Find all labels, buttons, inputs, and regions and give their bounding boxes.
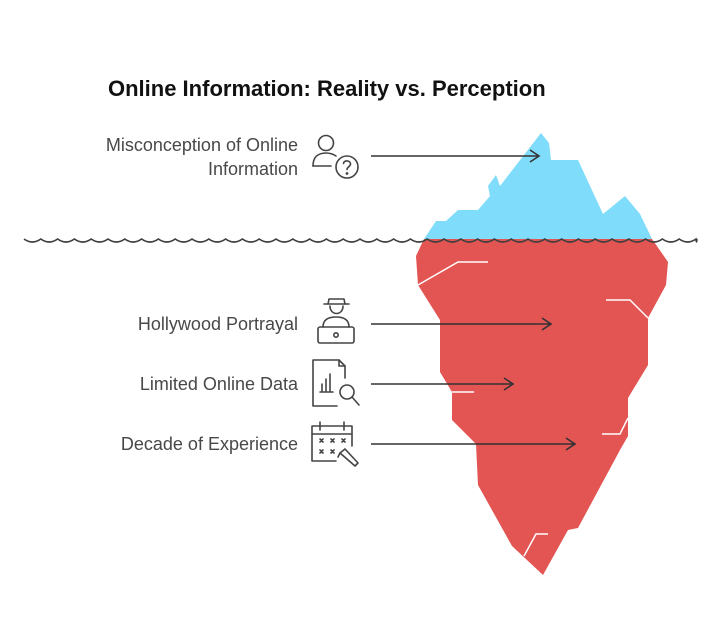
person-question-icon (312, 134, 359, 179)
label-decade: Decade of Experience (120, 434, 298, 454)
label-misconception-line-1: Misconception of Online (105, 135, 298, 155)
arrow-hollywood (371, 317, 553, 331)
label-hollywood: Hollywood Portrayal (137, 314, 298, 334)
calendar-pen-icon (311, 421, 359, 467)
hacker-laptop-icon (317, 298, 355, 344)
label-misconception: Misconception of Online Information (106, 133, 298, 181)
water-surface-line (23, 237, 698, 243)
arrow-misconception (371, 149, 541, 163)
label-misconception-line-2: Information (207, 159, 298, 179)
arrow-limited-data (371, 377, 515, 391)
document-chart-search-icon (312, 359, 360, 407)
iceberg-highlights (417, 261, 649, 557)
iceberg-tip (424, 133, 652, 239)
diagram-title: Online Information: Reality vs. Percepti… (108, 76, 546, 101)
iceberg-body (416, 239, 668, 575)
arrows (371, 149, 577, 451)
label-limited-data: Limited Online Data (139, 374, 298, 394)
arrow-decade (371, 437, 577, 451)
